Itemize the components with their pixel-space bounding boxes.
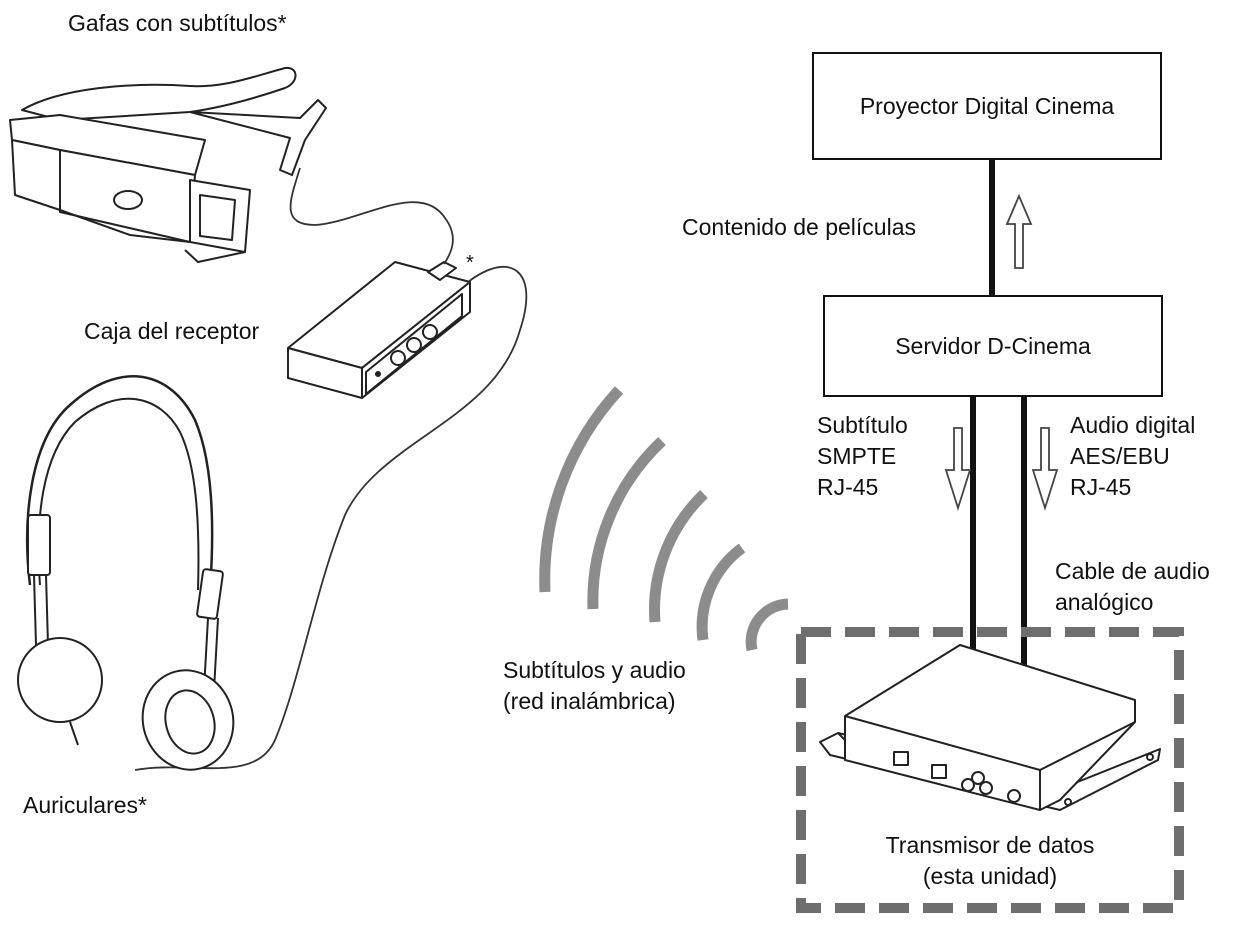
wireless-label: Subtítulos y audio (red inalámbrica) bbox=[503, 655, 686, 717]
analog-cable-label: Cable de audio analógico bbox=[1055, 556, 1210, 618]
transmitter-label: Transmisor de datos (esta unidad) bbox=[801, 830, 1179, 892]
wireless-label-line-2: (red inalámbrica) bbox=[503, 688, 676, 714]
headphones-icon bbox=[17, 375, 235, 771]
receiver-box-label: Caja del receptor bbox=[84, 318, 260, 344]
server-box: Servidor D-Cinema bbox=[823, 295, 1163, 397]
glasses-label: Gafas con subtítulos* bbox=[68, 10, 287, 36]
subtitle-glasses-icon bbox=[9, 66, 327, 263]
subtitle-signal-label: Subtítulo SMPTE RJ-45 bbox=[817, 410, 908, 503]
headphones-label: Auriculares* bbox=[23, 792, 147, 818]
wave-arc-4 bbox=[587, 436, 666, 610]
glasses-cable bbox=[289, 167, 454, 265]
audio-signal-label: Audio digital AES/EBU RJ-45 bbox=[1070, 410, 1195, 503]
transmitter-label-line-2: (esta unidad) bbox=[922, 863, 1058, 889]
arrow-down-icon bbox=[944, 427, 972, 511]
wave-arc-1 bbox=[745, 598, 789, 652]
subtitle-line: RJ-45 bbox=[817, 474, 879, 500]
subtitle-line: Subtítulo bbox=[817, 412, 908, 438]
headphone-cable bbox=[134, 265, 528, 771]
transmitter-device-icon bbox=[819, 644, 1161, 811]
projector-box: Proyector Digital Cinema bbox=[812, 52, 1162, 160]
subtitle-line: SMPTE bbox=[817, 443, 897, 469]
wave-arc-3 bbox=[649, 490, 708, 623]
cables bbox=[970, 158, 1027, 665]
arrow-down-icon bbox=[1031, 427, 1059, 511]
audio-line: AES/EBU bbox=[1070, 443, 1170, 469]
unit-dashed-boundary bbox=[796, 627, 1184, 913]
signal-arrows bbox=[944, 193, 1059, 511]
audio-line: Audio digital bbox=[1070, 412, 1196, 438]
receiver-box-icon bbox=[287, 261, 471, 399]
arrow-up-icon bbox=[1005, 193, 1033, 269]
audio-line: RJ-45 bbox=[1070, 474, 1132, 500]
wave-arc-2 bbox=[696, 543, 746, 641]
movie-content-label: Contenido de películas bbox=[682, 214, 916, 240]
wave-arc-5 bbox=[539, 386, 624, 593]
transmitter-label-line-1: Transmisor de datos bbox=[885, 832, 1095, 858]
wireless-label-line-1: Subtítulos y audio bbox=[503, 657, 686, 683]
analog-cable-line-1: Cable de audio bbox=[1055, 558, 1210, 584]
receiver-asterisk: * bbox=[466, 252, 474, 274]
wireless-waves bbox=[539, 386, 789, 652]
analog-cable-line-2: analógico bbox=[1055, 589, 1154, 615]
